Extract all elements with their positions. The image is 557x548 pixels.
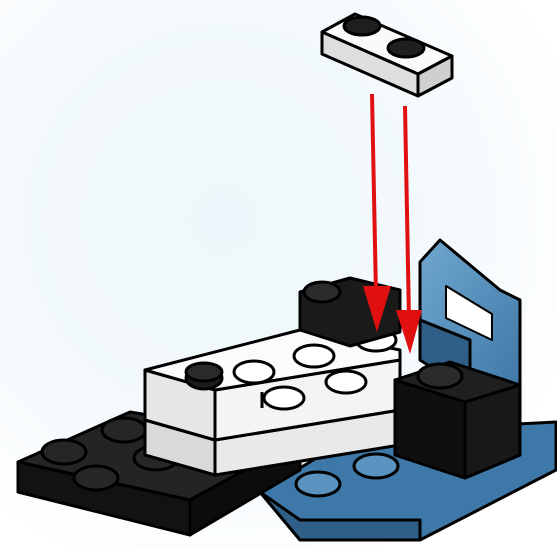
arrow-left [363, 94, 391, 332]
arrow-right [396, 106, 422, 354]
falling-plate [322, 14, 452, 96]
black-brick [395, 362, 520, 478]
